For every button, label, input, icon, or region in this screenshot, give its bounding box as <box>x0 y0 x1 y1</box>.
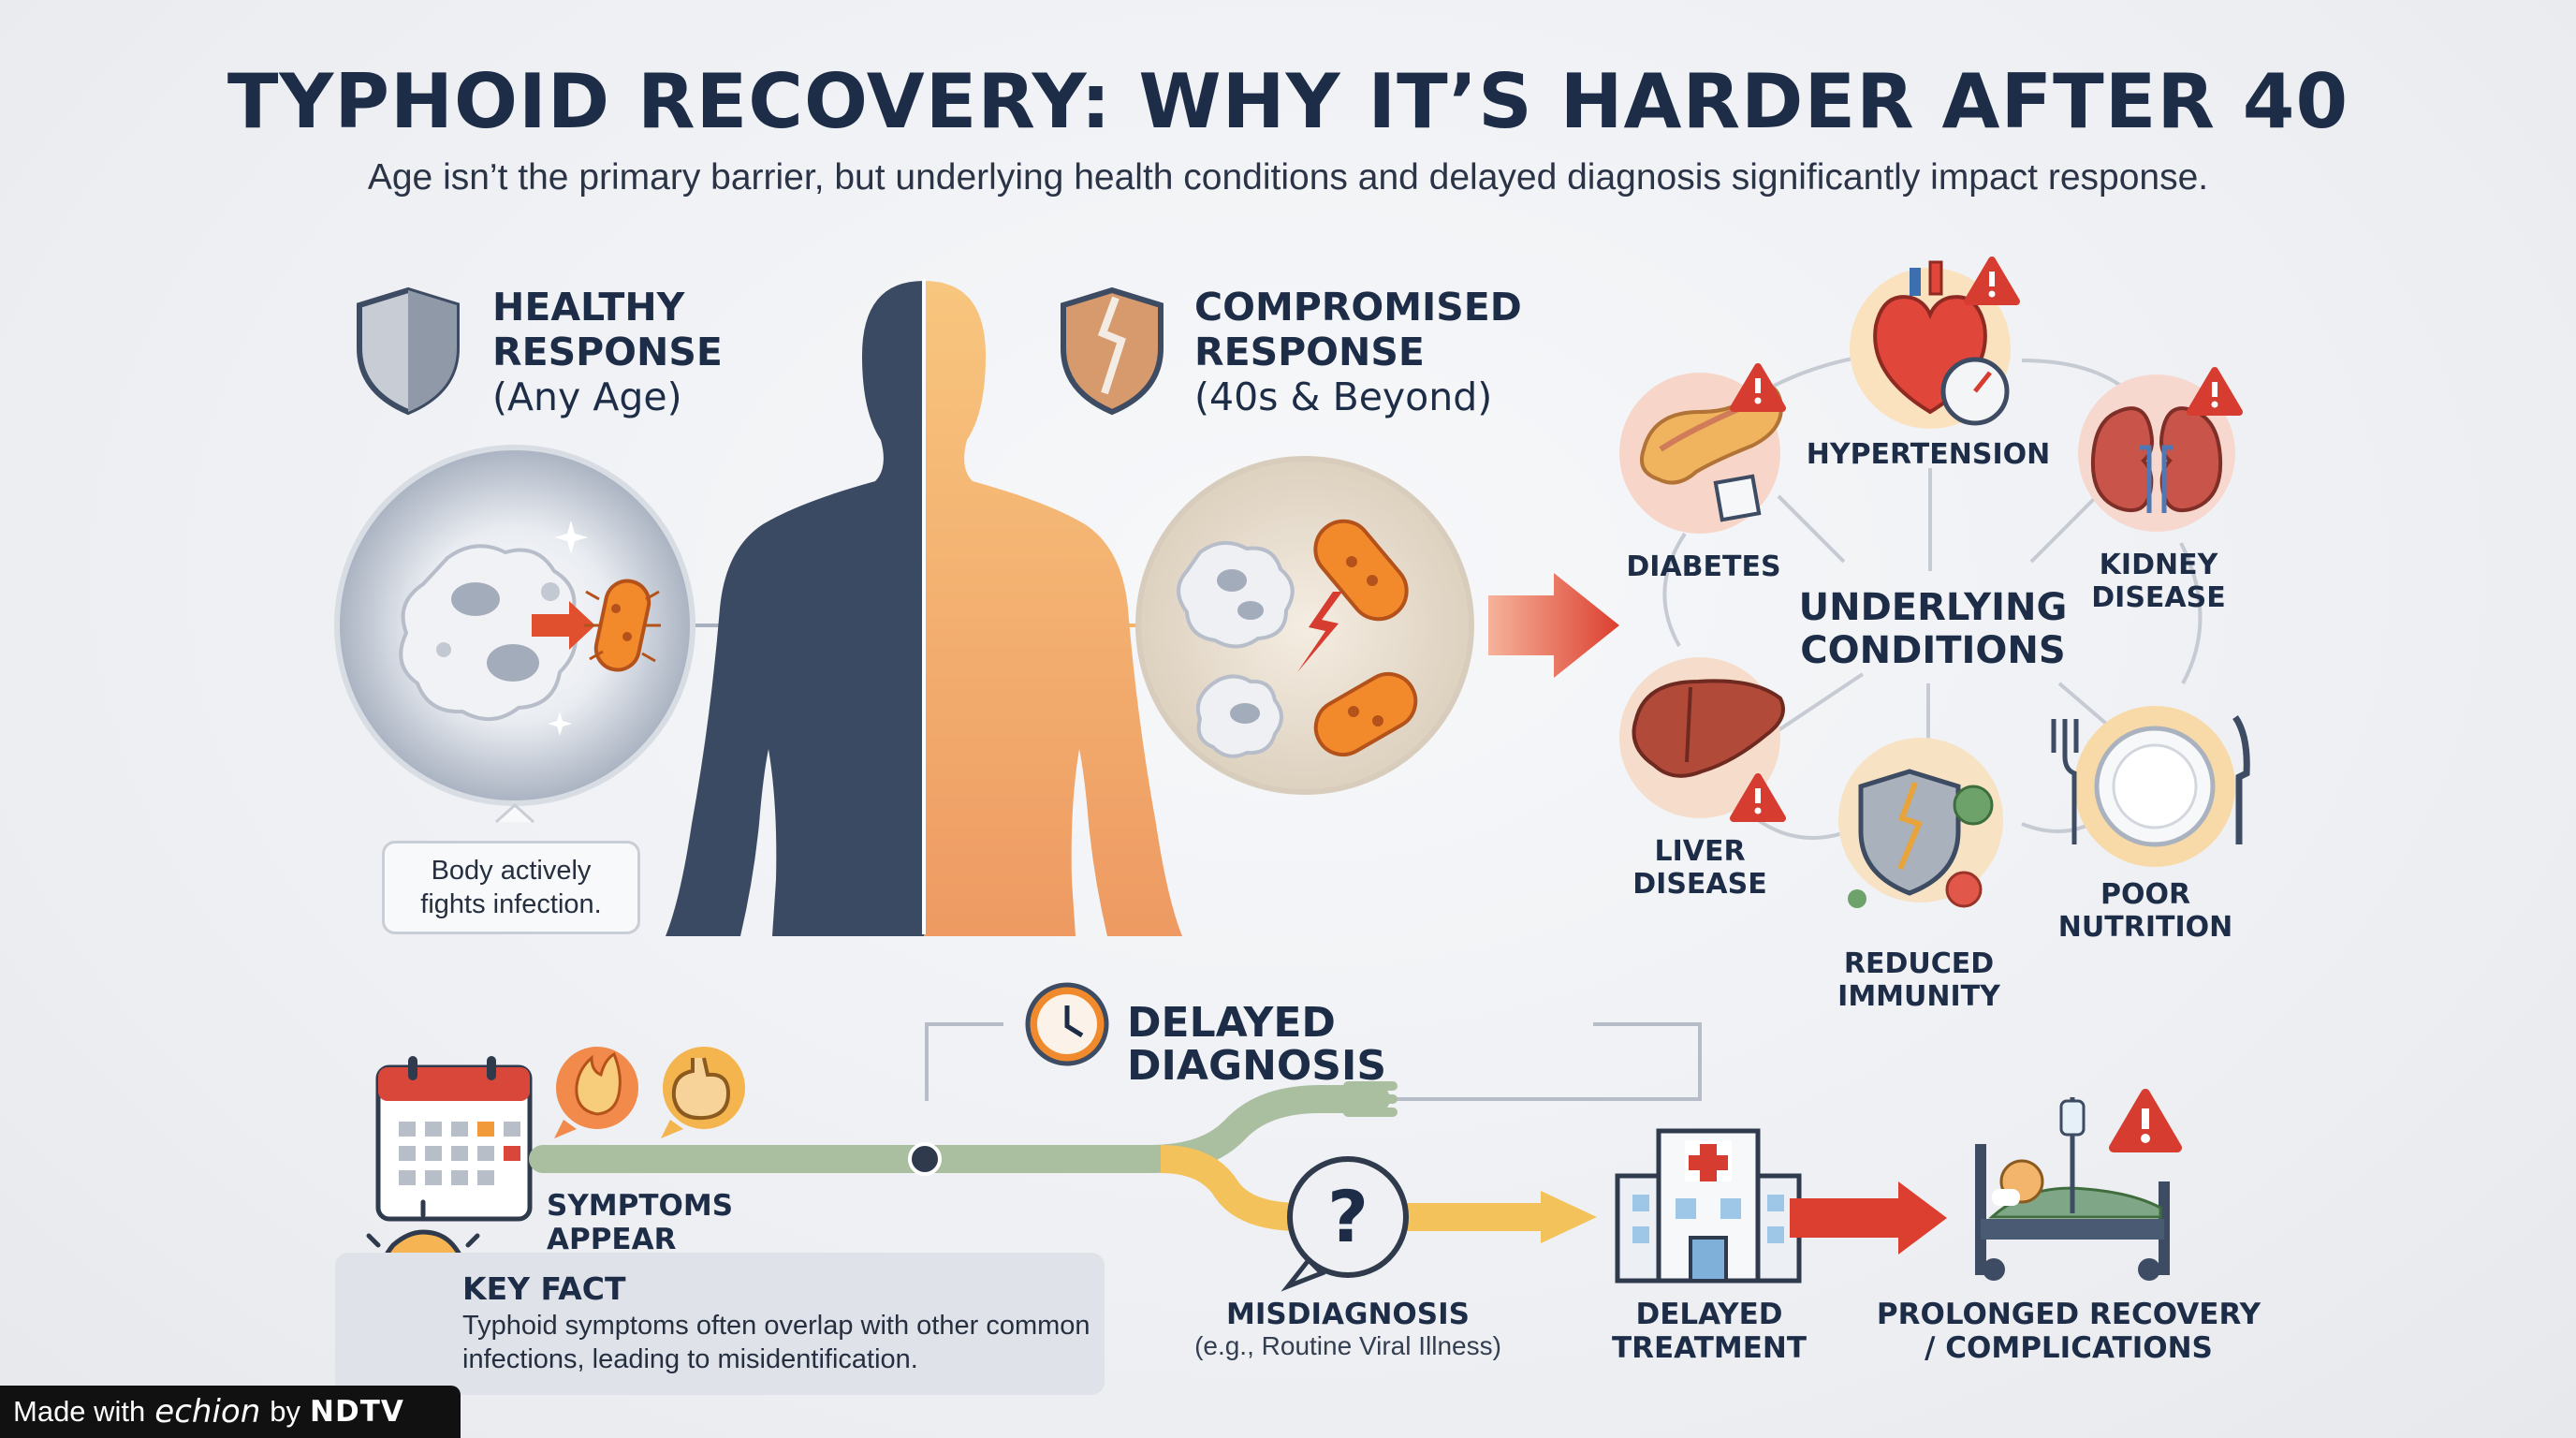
healthy-callout: Body actively fights infection. <box>382 841 640 934</box>
compromised-response-heading: COMPROMISED RESPONSE (40s & Beyond) <box>1194 285 1522 419</box>
credit-by: by <box>270 1395 301 1428</box>
key-fact-body: Typhoid symptoms often overlap with othe… <box>462 1311 1090 1374</box>
heading-line: RESPONSE <box>492 330 723 374</box>
clock-icon <box>1025 982 1109 1066</box>
callout-pointer <box>494 802 535 824</box>
red-path <box>1790 1198 1902 1238</box>
weak-immune-cell <box>1177 541 1295 649</box>
warning-icon <box>1730 773 1786 822</box>
key-fact-title: KEY FACT <box>462 1270 626 1307</box>
page-title: TYPHOID RECOVERY: WHY IT’S HARDER AFTER … <box>227 58 2349 145</box>
weak-immune-cell <box>1195 674 1283 758</box>
red-arrow-icon <box>1488 573 1619 678</box>
human-figure <box>666 279 1182 936</box>
heart-icon <box>1850 260 2011 429</box>
page-subtitle: Age isn’t the primary barrier, but under… <box>367 157 2209 198</box>
heading-line: COMPROMISED <box>1194 285 1522 330</box>
condition-label-liver: LIVER DISEASE <box>1632 835 1767 901</box>
fork-path-end <box>1343 1081 1398 1117</box>
cracked-shield-icon <box>1061 286 1164 416</box>
callout-text: Body actively fights infection. <box>420 856 602 919</box>
warning-icon <box>1964 257 2020 305</box>
credit-publisher: NDTV <box>310 1395 404 1429</box>
misdiagnosis-block: MISDIAGNOSIS (e.g., Routine Viral Illnes… <box>1161 1298 1535 1361</box>
misdiagnosis-label: MISDIAGNOSIS <box>1226 1298 1470 1331</box>
key-fact-box <box>335 1253 1105 1395</box>
fever-icon <box>554 1047 638 1138</box>
label-line: / COMPLICATIONS <box>1925 1331 2213 1365</box>
conditions-network <box>1662 349 2203 840</box>
hospital-bed-icon <box>1975 1097 2170 1281</box>
sugar-cube-icon <box>1713 474 1762 522</box>
branch-point <box>908 1142 942 1176</box>
heading-line: CONDITIONS <box>1800 629 2066 672</box>
knife-icon <box>2232 714 2250 844</box>
heading-line: UNDERLYING <box>1798 586 2068 629</box>
question-icon: ? <box>1281 1156 1409 1292</box>
stomach-icon <box>661 1047 745 1138</box>
plate-icon <box>2051 706 2250 867</box>
svg-text:?: ? <box>1327 1175 1368 1258</box>
hospital-icon <box>1615 1128 1802 1284</box>
misdiagnosis-example: (e.g., Routine Viral Illness) <box>1194 1331 1501 1360</box>
attack-arrow-icon <box>532 601 595 650</box>
healthy-response-heading: HEALTHY RESPONSE (Any Age) <box>492 285 723 419</box>
bacteria-icon <box>1313 519 1409 622</box>
condition-label-nutrition: POOR NUTRITION <box>2057 878 2233 944</box>
condition-label-diabetes: DIABETES <box>1626 550 1781 583</box>
shield-icon <box>357 286 460 416</box>
label-line: PROLONGED RECOVERY <box>1876 1298 2261 1331</box>
heading-line: HEALTHY <box>492 285 685 330</box>
heading-qualifier: (40s & Beyond) <box>1194 374 1493 419</box>
outcome-label: PROLONGED RECOVERY / COMPLICATIONS <box>1872 1298 2265 1365</box>
credit-made-with: Made with <box>13 1395 146 1428</box>
broken-shield-virus-icon <box>1838 738 2003 908</box>
bacteria-icon <box>584 579 661 672</box>
warning-icon <box>2109 1089 2182 1152</box>
liver-icon <box>1619 657 1785 818</box>
bacteria-icon <box>1313 672 1418 756</box>
infection-circle <box>1135 456 1474 795</box>
diagnosis-bracket <box>925 1022 1702 1101</box>
label-line: TREATMENT <box>1611 1331 1808 1365</box>
calendar-icon <box>375 1056 533 1222</box>
condition-label-kidney: KIDNEY DISEASE <box>2091 549 2226 614</box>
heading-qualifier: (Any Age) <box>492 374 682 419</box>
condition-label-hypertension: HYPERTENSION <box>1806 438 2051 471</box>
warning-icon <box>2187 367 2243 416</box>
red-arrow-icon <box>1898 1181 1947 1255</box>
fork-icon <box>2051 719 2079 844</box>
label-line: DELAYED <box>1635 1298 1783 1331</box>
delayed-treatment-label: DELAYED TREATMENT <box>1569 1298 1850 1365</box>
white-blood-cell <box>399 544 578 722</box>
healthy-immune-circle <box>334 445 695 806</box>
credit-brand: echion <box>154 1393 261 1431</box>
condition-label-immunity: REDUCED IMMUNITY <box>1837 947 2000 1013</box>
yellow-arrow-icon <box>1541 1191 1597 1243</box>
symptoms-label: SYMPTOMS APPEAR <box>547 1189 734 1256</box>
heading-line: RESPONSE <box>1194 330 1425 374</box>
underlying-conditions-heading: UNDERLYING CONDITIONS <box>1760 586 2106 672</box>
credit-badge: Made with echion by NDTV <box>0 1386 461 1438</box>
delayed-diagnosis-heading: DELAYED DIAGNOSIS <box>1127 999 1387 1090</box>
misdiagnosis-path <box>1160 1145 1310 1231</box>
warning-icon <box>1730 363 1786 412</box>
